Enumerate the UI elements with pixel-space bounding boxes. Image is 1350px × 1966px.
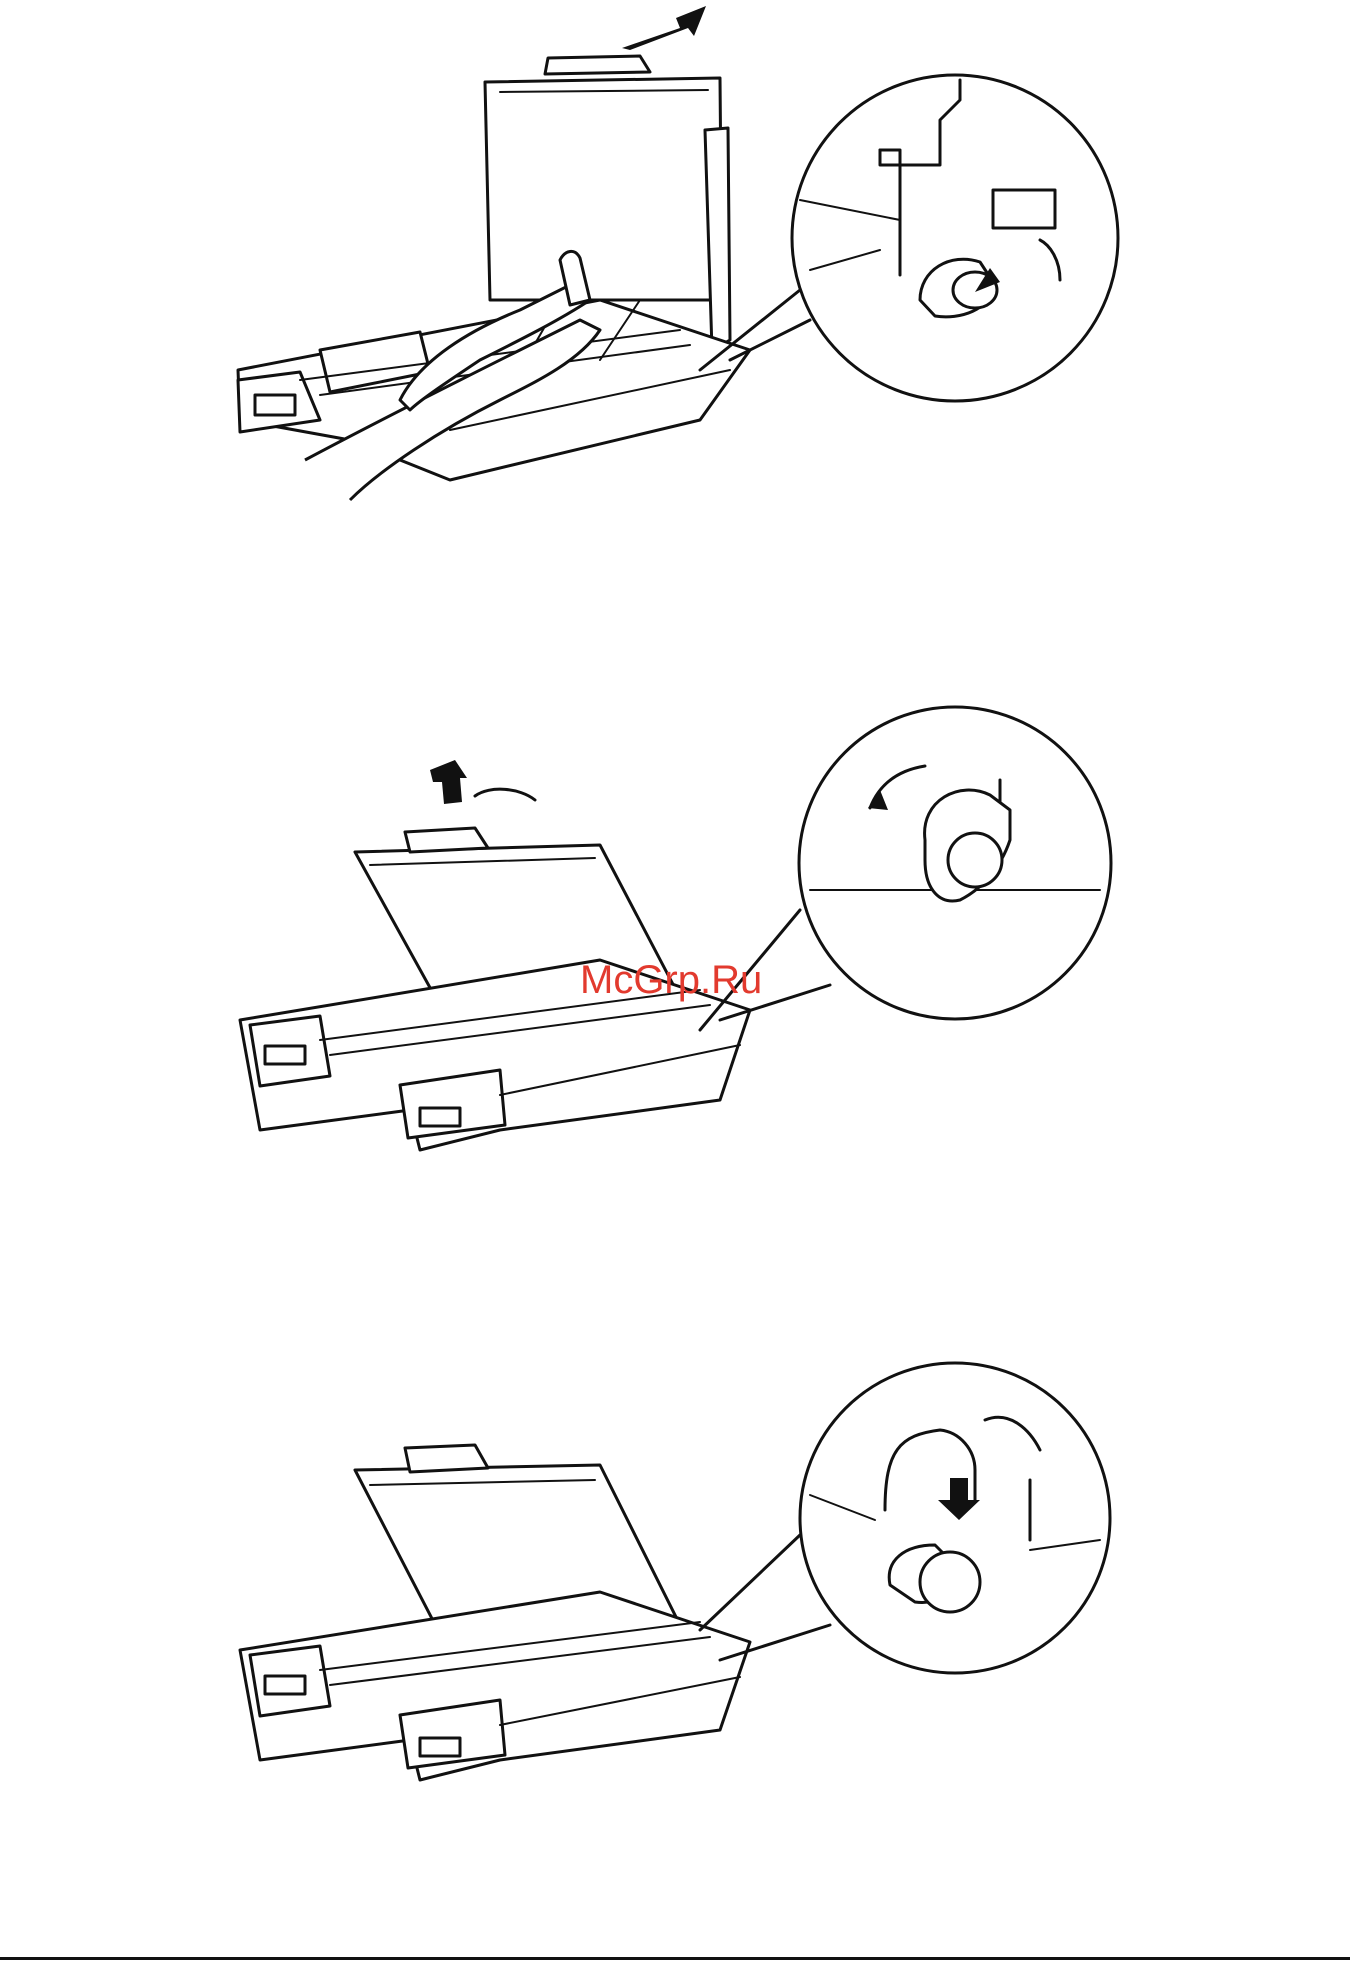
footer-rule bbox=[0, 1957, 1350, 1960]
paper-tray bbox=[240, 1592, 750, 1780]
arrow-up-icon bbox=[430, 760, 535, 804]
latch-lower-detail-icon bbox=[700, 1363, 1110, 1673]
figure-lower-latch bbox=[0, 1330, 1350, 1850]
watermark: McGrp.Ru bbox=[580, 958, 762, 1003]
figure-rotate-latch bbox=[0, 700, 1350, 1160]
figure-remove-cover bbox=[0, 0, 1350, 520]
latch-detail-icon bbox=[700, 75, 1118, 401]
arrow-up-right-icon bbox=[622, 6, 706, 50]
